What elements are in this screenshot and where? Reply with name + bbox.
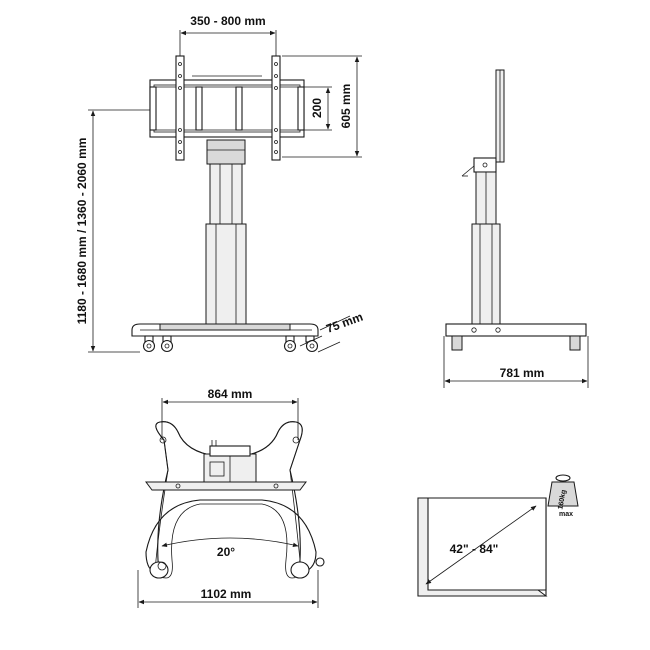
outer-width-dimension: 1102 mm (137, 570, 319, 608)
bracket-height-label: 605 mm (339, 84, 353, 129)
side-view: 781 mm (443, 69, 589, 388)
caster-label: 75 mm (324, 310, 365, 336)
front-base (131, 323, 319, 337)
outer-width-label: 1102 mm (201, 587, 252, 601)
inner-width-label: 864 mm (208, 387, 253, 401)
total-height-label: 1180 - 1680 mm / 1360 - 2060 mm (75, 138, 89, 325)
angle-label: 20° (217, 545, 235, 559)
vesa-height-label: 200 (310, 98, 324, 118)
front-casters (142, 335, 319, 353)
screen-size-view: 42" - 84" (417, 497, 548, 597)
side-head (461, 157, 497, 177)
vesa-height-dimension: 200 (304, 86, 332, 131)
column-head (206, 139, 246, 165)
base-top-view: 864 mm 20° 1102 mm (137, 387, 325, 608)
total-height-dimension: 1180 - 1680 mm / 1360 - 2060 mm (75, 109, 150, 353)
front-view: 350 - 800 mm 200 605 mm 1180 - 1680 mm /… (75, 14, 365, 353)
angle-dimension: 20° (161, 537, 299, 559)
bracket-height-dimension: 605 mm (282, 55, 362, 158)
vesa-width-dimension: 350 - 800 mm (179, 14, 277, 56)
base-column-box (203, 440, 257, 483)
load-capacity-badge: 160kg max (547, 474, 579, 518)
load-weight-label: 160kg (557, 489, 567, 510)
load-qualifier-label: max (559, 511, 573, 518)
telescopic-column (205, 163, 247, 325)
vesa-bracket-frame (149, 55, 305, 161)
vesa-width-label: 350 - 800 mm (190, 14, 265, 28)
screen-size-label: 42" - 84" (450, 542, 499, 556)
base-shelf (145, 481, 307, 491)
side-base (445, 323, 587, 351)
side-depth-dimension: 781 mm (443, 336, 589, 388)
side-depth-label: 781 mm (500, 366, 545, 380)
side-column (471, 171, 501, 325)
inner-width-dimension: 864 mm (161, 387, 299, 440)
